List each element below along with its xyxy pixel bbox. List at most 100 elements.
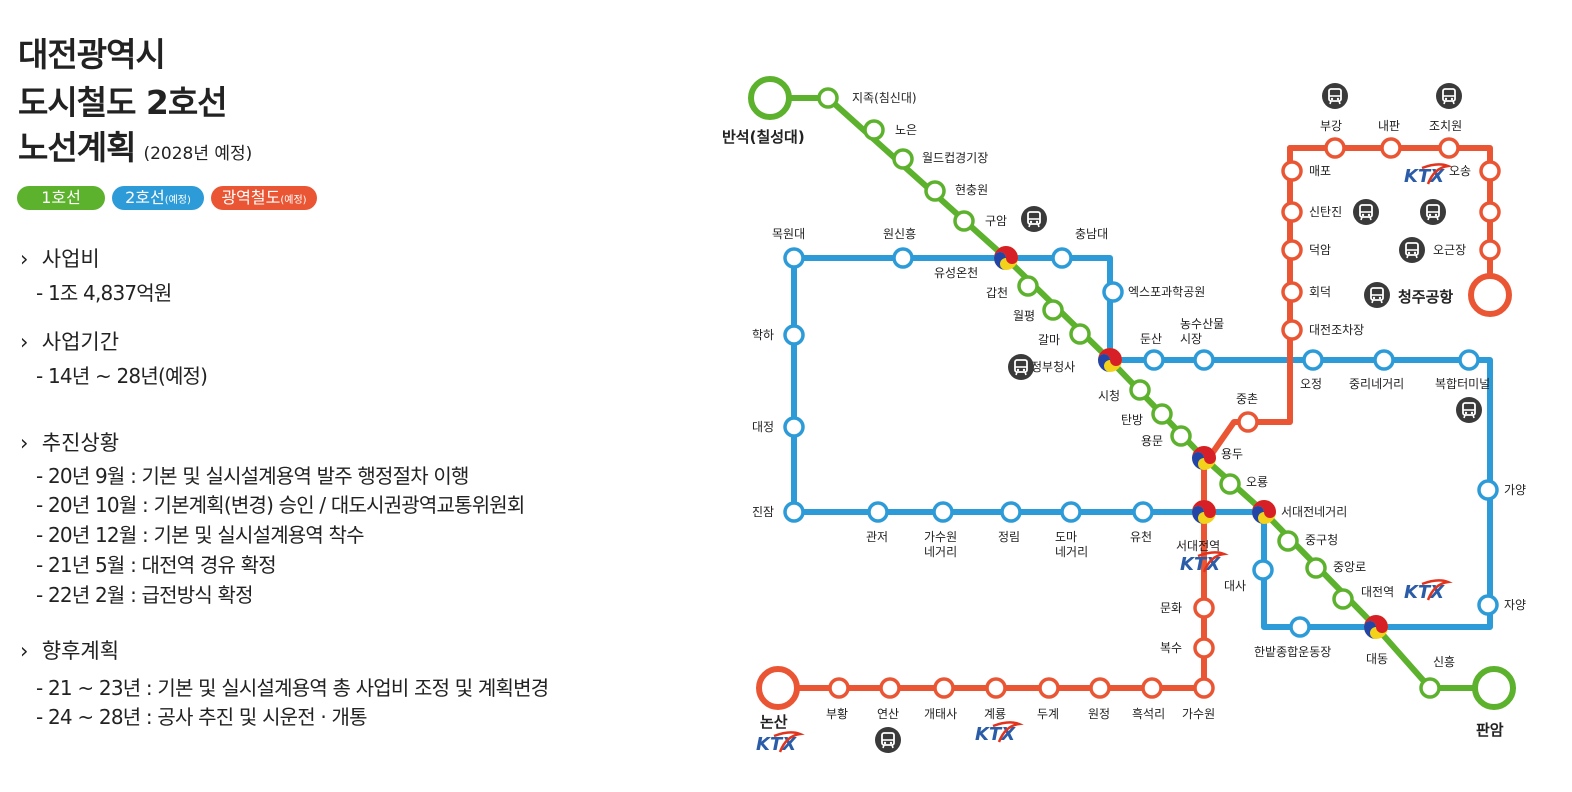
station-node xyxy=(892,148,914,170)
ktx-swoosh xyxy=(1197,551,1229,573)
station-label: 가수원 xyxy=(1182,707,1215,721)
section-item: - 22년 2월 : 급전방식 확정 xyxy=(36,583,254,607)
station-label: 자양 xyxy=(1504,598,1526,612)
station-node xyxy=(1051,247,1073,269)
section-item: - 21 ~ 23년 : 기본 및 실시설계용역 총 사업비 조정 및 계획변경 xyxy=(36,676,549,700)
station-node xyxy=(1281,201,1303,223)
section-budget: › 사업비 xyxy=(20,247,100,271)
station-node xyxy=(933,677,955,699)
bus-icon xyxy=(1420,199,1446,225)
station-node xyxy=(1479,160,1501,182)
station-label: 월평 xyxy=(1013,309,1035,323)
bus-icon xyxy=(1008,354,1034,380)
station-node xyxy=(1332,588,1354,610)
station-node xyxy=(1151,403,1173,425)
station-labels: 반석(칠성대)지족(침신대)노은월드컵경기장현충원구암유성온천갑천월평갈마정부청… xyxy=(722,91,1526,739)
station-node xyxy=(1170,425,1192,447)
station-label: 대전조차장 xyxy=(1309,323,1364,337)
terminal-node xyxy=(756,666,800,710)
station-node xyxy=(1193,597,1215,619)
transfer-icon xyxy=(994,246,1018,270)
station-label: 대사 xyxy=(1224,579,1246,593)
section-item: - 20년 12월 : 기본 및 실시설계용역 착수 xyxy=(36,523,365,547)
title-text: 노선계획 xyxy=(18,128,136,167)
terminal-node xyxy=(748,76,792,120)
bus-icon xyxy=(1021,206,1047,232)
station-node xyxy=(1000,501,1022,523)
station-node xyxy=(1102,281,1124,303)
station-node xyxy=(783,416,805,438)
terminal-node xyxy=(1468,273,1512,317)
station-label: 반석(칠성대) xyxy=(722,128,805,146)
station-label: 대전역 xyxy=(1361,585,1394,599)
station-label: 흑석리 xyxy=(1132,707,1165,721)
bus-icon xyxy=(1353,199,1379,225)
station-label: 청주공항 xyxy=(1398,288,1453,306)
station-label: 둔산 xyxy=(1140,332,1162,346)
legend-line1: 1호선 xyxy=(17,186,105,210)
station-node xyxy=(1132,501,1154,523)
station-node xyxy=(1042,299,1064,321)
station-node xyxy=(1281,281,1303,303)
station-node xyxy=(1479,201,1501,223)
station-node xyxy=(1038,677,1060,699)
station-node xyxy=(867,501,889,523)
section-item: - 24 ~ 28년 : 공사 추진 및 시운전 · 개통 xyxy=(36,705,368,729)
page-title-line2: 도시철도 2호선 xyxy=(18,83,228,122)
title-note: (2028년 예정) xyxy=(143,144,253,164)
station-node xyxy=(1479,239,1501,261)
station-node xyxy=(863,119,885,141)
station-label: 내판 xyxy=(1378,119,1400,133)
station-label: 원신흥 xyxy=(883,227,916,241)
station-node xyxy=(1305,557,1327,579)
ktx-swoosh xyxy=(992,721,1024,743)
station-label: 탄방 xyxy=(1121,413,1143,427)
station-node xyxy=(1302,349,1324,371)
station-node xyxy=(1219,473,1241,495)
section-item: - 14년 ~ 28년(예정) xyxy=(36,364,208,388)
bus-icon xyxy=(1456,397,1482,423)
legend-label: 2호선 xyxy=(125,188,165,207)
station-label: 신흥 xyxy=(1433,655,1455,669)
page-title-line1: 대전광역시 xyxy=(18,35,166,74)
station-node xyxy=(1373,349,1395,371)
station-label: 매포 xyxy=(1309,164,1331,178)
station-label: 오송 xyxy=(1449,164,1471,178)
section-title: 사업비 xyxy=(41,247,100,271)
station-label: 시청 xyxy=(1098,389,1120,403)
station-label: 개태사 xyxy=(924,707,957,721)
station-label: 서대전네거리 xyxy=(1281,505,1347,519)
station-node xyxy=(892,247,914,269)
station-node xyxy=(1477,594,1499,616)
bus-icon xyxy=(1322,83,1348,109)
station-label: 갑천 xyxy=(986,285,1008,300)
station-label: 계룡 xyxy=(984,707,1006,721)
ktx-swoosh xyxy=(773,731,805,753)
station-label: 용문 xyxy=(1141,434,1163,448)
station-label: 중촌 xyxy=(1236,392,1258,406)
station-label: 논산 xyxy=(760,713,788,731)
station-label: 판암 xyxy=(1476,721,1504,739)
station-label: 문화 xyxy=(1160,601,1182,615)
station-node xyxy=(1237,411,1259,433)
station-label: 현충원 xyxy=(955,183,988,197)
station-label: 회덕 xyxy=(1309,285,1331,299)
transfer-icon xyxy=(1098,348,1122,372)
legend-metro: 광역철도(예정) xyxy=(211,186,317,210)
ktx-swoosh xyxy=(1421,163,1453,185)
station-node xyxy=(1438,137,1460,159)
station-label: 조치원 xyxy=(1429,119,1462,133)
station-label: 서대전역 xyxy=(1176,539,1220,553)
station-label: 정부청사 xyxy=(1031,360,1075,374)
station-label: 두계 xyxy=(1037,707,1059,721)
station-node xyxy=(1380,137,1402,159)
station-label: 중구청 xyxy=(1305,533,1338,547)
section-period: › 사업기간 xyxy=(20,330,120,354)
station-label: 충남대 xyxy=(1075,227,1108,241)
station-node xyxy=(1193,637,1215,659)
station-node xyxy=(1193,349,1215,371)
station-label: 구암 xyxy=(985,214,1007,228)
bus-icon xyxy=(1399,237,1425,263)
station-node xyxy=(783,501,805,523)
